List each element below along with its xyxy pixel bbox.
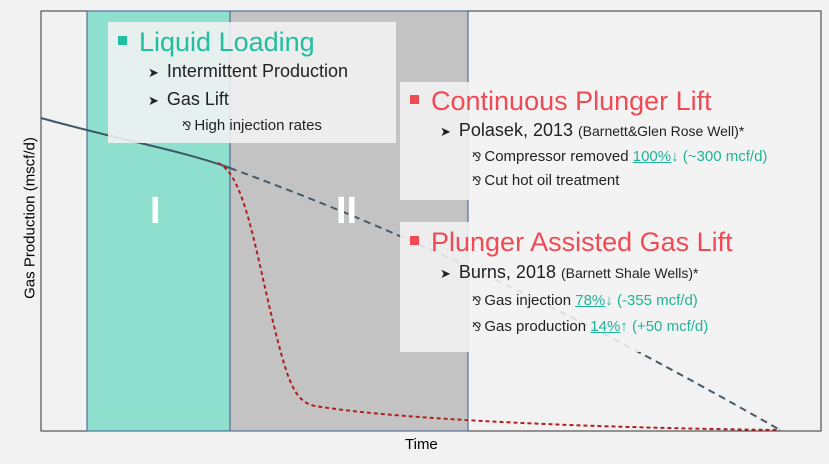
continuous-plunger-heading: Continuous Plunger Lift (410, 85, 774, 117)
continuous-subitem: ⅋Compressor removed 100%↓ (~300 mcf/d) (410, 145, 774, 169)
arrow-bullet-icon: ➤ (440, 124, 451, 139)
assisted-reference: ➤ Burns, 2018 (Barnett Shale Wells)* (410, 258, 774, 288)
liquid-loading-heading: Liquid Loading (118, 26, 396, 58)
burns-reference: Burns, 2018 (458, 262, 556, 282)
gas-injection-change: ↓ (-355 mcf/d) (605, 292, 698, 309)
gas-production-change: ↑ (+50 mcf/d) (620, 318, 709, 335)
compressor-removed-text: Compressor removed (484, 148, 633, 165)
region-i-label: I (150, 190, 161, 232)
burns-well-description: (Barnett Shale Wells)* (561, 265, 699, 281)
compressor-removed-percent: 100% (632, 148, 672, 165)
plunger-assisted-box: Plunger Assisted Gas Lift ➤ Burns, 2018 (… (400, 222, 774, 352)
cut-hot-oil-text: Cut hot oil treatment (484, 172, 620, 189)
gas-production-percent: 14% (590, 318, 621, 335)
continuous-reference: ➤ Polasek, 2013 (Barnett&Glen Rose Well)* (410, 117, 774, 145)
production-curve-solid (40, 117, 231, 169)
arrow-bullet-icon: ➤ (440, 266, 451, 281)
plunger-assisted-heading: Plunger Assisted Gas Lift (410, 226, 774, 258)
arrow-bullet-icon: ➤ (148, 93, 159, 108)
gas-lift-text: Gas Lift (166, 89, 229, 109)
gas-injection-percent: 78% (575, 292, 606, 309)
loading-decline-curve (217, 162, 781, 431)
compressor-removed-change: ↓ (~300 mcf/d) (671, 148, 768, 165)
x-axis-label: Time (405, 436, 438, 453)
intermittent-production-text: Intermittent Production (166, 61, 348, 81)
square-bullet-icon (118, 36, 127, 46)
arrow-bullet-icon: ➤ (148, 65, 159, 80)
liquid-loading-title: Liquid Loading (139, 27, 315, 57)
liquid-loading-box: Liquid Loading ➤Intermittent Production … (108, 22, 396, 143)
y-axis-label: Gas Production (mscf/d) (21, 137, 39, 299)
branch-bullet-icon: ⅋ (472, 174, 482, 188)
square-bullet-icon (410, 95, 419, 105)
assisted-subitem: ⅋Gas production 14%↑ (+50 mcf/d) (410, 314, 774, 340)
branch-bullet-icon: ⅋ (472, 150, 482, 164)
continuous-plunger-box: Continuous Plunger Lift ➤ Polasek, 2013 (… (400, 82, 774, 200)
high-injection-text: High injection rates (194, 117, 322, 134)
continuous-subitem: ⅋Cut hot oil treatment (410, 169, 774, 193)
continuous-plunger-title: Continuous Plunger Lift (431, 86, 712, 116)
liquid-loading-item: ➤ Gas Lift (118, 86, 396, 114)
gas-production-text: Gas production (484, 318, 591, 335)
square-bullet-icon (410, 236, 419, 246)
assisted-subitem: ⅋Gas injection 78%↓ (-355 mcf/d) (410, 288, 774, 314)
liquid-loading-item: ➤ Intermittent Production (118, 58, 396, 86)
liquid-loading-subitem: ⅋High injection rates (118, 114, 396, 138)
plunger-assisted-title: Plunger Assisted Gas Lift (431, 227, 733, 257)
region-ii-label: II (336, 190, 358, 232)
polasek-reference: Polasek, 2013 (458, 120, 573, 140)
polasek-well-description: (Barnett&Glen Rose Well)* (578, 123, 745, 139)
gas-injection-text: Gas injection (484, 292, 576, 309)
branch-bullet-icon: ⅋ (182, 119, 192, 133)
branch-bullet-icon: ⅋ (472, 320, 482, 334)
branch-bullet-icon: ⅋ (472, 294, 482, 308)
production-curve-dashed (229, 167, 781, 431)
